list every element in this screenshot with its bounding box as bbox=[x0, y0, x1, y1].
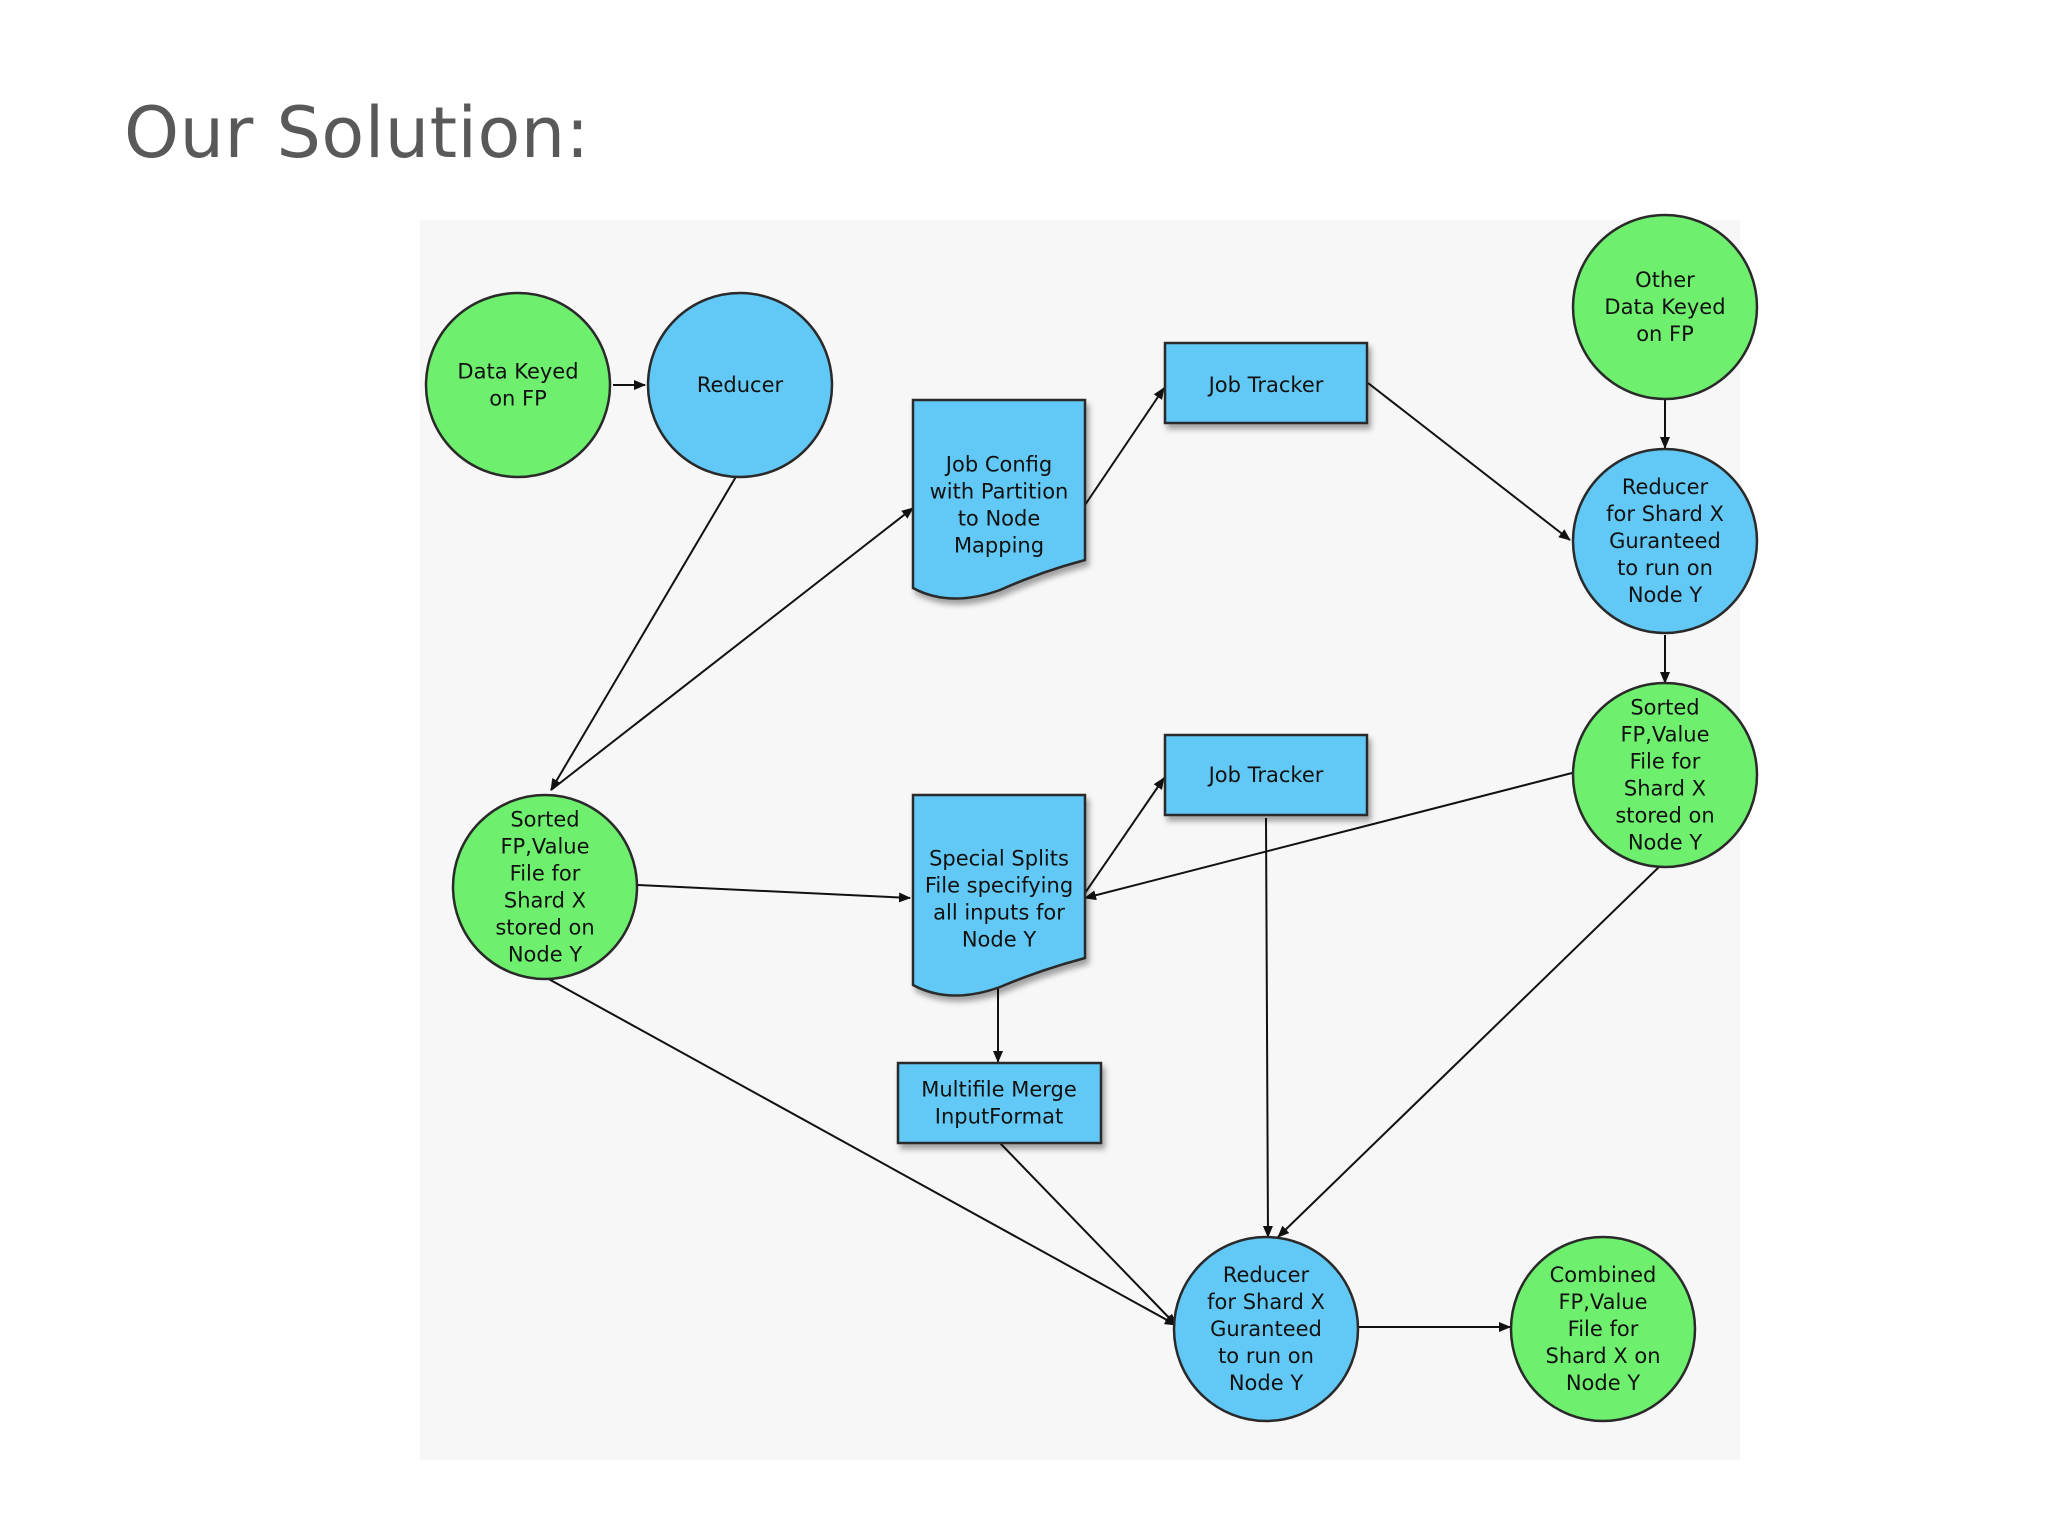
node-sorted-right-circle bbox=[1571, 681, 1759, 869]
label-line: stored on bbox=[495, 916, 594, 940]
label-line: Special Splits bbox=[929, 847, 1069, 871]
label-line: Job Tracker bbox=[1207, 763, 1324, 787]
node-special-splits-document bbox=[911, 793, 1087, 997]
label-job-tracker-top: Job Tracker bbox=[1207, 373, 1324, 397]
edge-job-tracker-mid-to-reducer-bottom bbox=[1262, 817, 1273, 1238]
edge-sorted-left-to-reducer-bottom bbox=[544, 976, 1177, 1326]
label-line: Node Y bbox=[508, 943, 582, 967]
label-line: Node Y bbox=[962, 928, 1036, 952]
label-job-tracker-mid: Job Tracker bbox=[1207, 763, 1324, 787]
label-line: Guranteed bbox=[1210, 1317, 1322, 1341]
label-line: to Node bbox=[958, 507, 1041, 531]
label-line: Node Y bbox=[1628, 583, 1702, 607]
label-line: FP,Value bbox=[1558, 1290, 1647, 1314]
label-line: Job Tracker bbox=[1207, 373, 1324, 397]
label-line: all inputs for bbox=[933, 901, 1065, 925]
label-line: Node Y bbox=[1229, 1371, 1303, 1395]
label-line: Sorted bbox=[510, 808, 579, 832]
label-reducer: Reducer bbox=[697, 373, 784, 397]
page-title: Our Solution: bbox=[124, 92, 590, 174]
edge-job-tracker-top-to-reducer-shard bbox=[1367, 382, 1571, 541]
node-other-data-circle bbox=[1571, 213, 1759, 401]
edge-multifile-to-reducer-bottom bbox=[999, 1142, 1177, 1326]
label-line: to run on bbox=[1218, 1344, 1314, 1368]
node-multifile-box bbox=[896, 1061, 1103, 1145]
label-line: FP,Value bbox=[1620, 723, 1709, 747]
node-reducer-shard-top-circle bbox=[1571, 447, 1759, 635]
label-line: for Shard X bbox=[1207, 1290, 1325, 1314]
label-line: with Partition bbox=[930, 480, 1069, 504]
label-line: stored on bbox=[1615, 804, 1714, 828]
edge-sorted-left-to-job-config bbox=[550, 507, 914, 791]
label-line: Other bbox=[1635, 268, 1695, 292]
node-combined-circle bbox=[1509, 1235, 1697, 1423]
nodes bbox=[424, 213, 1759, 1423]
label-data-keyed: Data Keyed on FP bbox=[457, 360, 578, 411]
edges bbox=[544, 380, 1670, 1332]
node-reducer-shard-bottom-circle bbox=[1172, 1235, 1360, 1423]
label-reducer-shard-bottom: Reducer for Shard X Guranteed to run on Node… bbox=[1207, 1263, 1325, 1395]
label-line: Shard X on bbox=[1546, 1344, 1661, 1368]
edge-sorted-right-to-reducer-bottom bbox=[1277, 865, 1661, 1238]
label-line: Multifile Merge bbox=[921, 1078, 1077, 1102]
label-line: to run on bbox=[1617, 556, 1713, 580]
label-line: File specifying bbox=[925, 874, 1073, 898]
label-line: File for bbox=[1568, 1317, 1639, 1341]
node-job-tracker-mid-box bbox=[1163, 733, 1369, 817]
node-sorted-left-circle bbox=[451, 793, 639, 981]
label-line: File for bbox=[1630, 750, 1701, 774]
label-line: Combined bbox=[1550, 1263, 1657, 1287]
label-line: Job Config bbox=[944, 453, 1052, 477]
label-line: Data Keyed bbox=[457, 360, 578, 384]
label-line: Mapping bbox=[954, 534, 1044, 558]
label-line: InputFormat bbox=[935, 1105, 1063, 1129]
label-reducer-shard-top: Reducer for Shard X Guranteed to run on Node… bbox=[1606, 475, 1724, 607]
label-line: Data Keyed bbox=[1604, 295, 1725, 319]
label-line: Reducer bbox=[1622, 475, 1709, 499]
label-line: Reducer bbox=[1223, 1263, 1310, 1287]
edge-special-splits-to-job-tracker-mid bbox=[1084, 777, 1165, 894]
edge-sorted-left-to-special-splits bbox=[637, 884, 911, 903]
edge-job-config-to-job-tracker-top bbox=[1084, 387, 1165, 506]
labels: Data Keyed on FP Reducer Job Config with P… bbox=[457, 268, 1725, 1395]
node-data-keyed-circle bbox=[424, 291, 612, 479]
label-line: Node Y bbox=[1566, 1371, 1640, 1395]
label-line: Sorted bbox=[1630, 696, 1699, 720]
label-line: Node Y bbox=[1628, 831, 1702, 855]
edge-reducer-to-sorted-left bbox=[550, 474, 738, 791]
label-line: Guranteed bbox=[1609, 529, 1721, 553]
label-line: File for bbox=[510, 862, 581, 886]
node-reducer-circle bbox=[646, 291, 834, 479]
label-line: Reducer bbox=[697, 373, 784, 397]
node-job-config-document bbox=[911, 398, 1087, 600]
label-line: FP,Value bbox=[500, 835, 589, 859]
label-line: Shard X bbox=[504, 889, 586, 913]
node-job-tracker-top-box bbox=[1163, 341, 1369, 425]
label-line: on FP bbox=[1636, 322, 1694, 346]
label-line: for Shard X bbox=[1606, 502, 1724, 526]
label-line: Shard X bbox=[1624, 777, 1706, 801]
label-line: on FP bbox=[489, 387, 547, 411]
edge-sorted-right-to-special-splits bbox=[1084, 772, 1573, 901]
